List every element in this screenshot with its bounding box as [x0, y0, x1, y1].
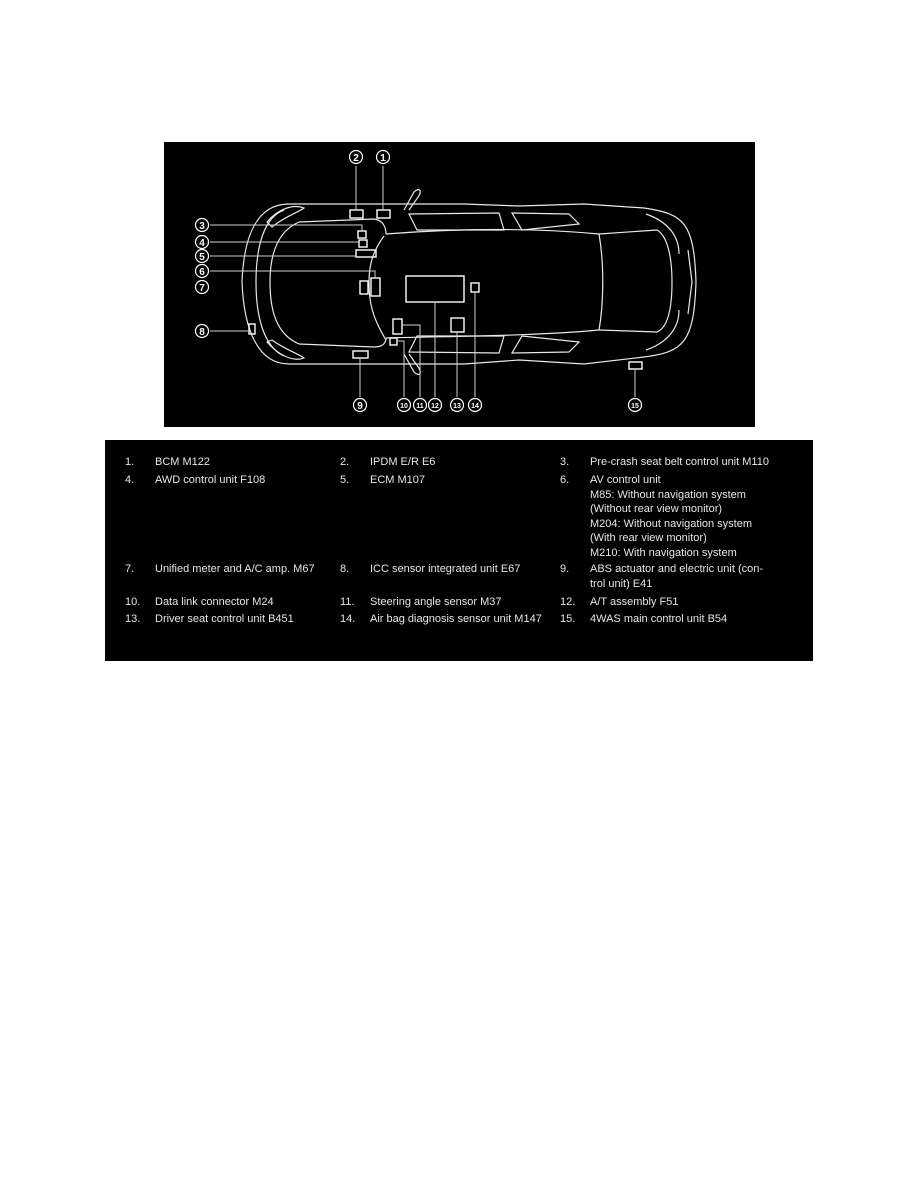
callout-13: 13	[449, 397, 465, 413]
component-legend: 1. BCM M122 2. IPDM E/R E6 3. Pre-crash …	[105, 440, 813, 661]
component-box-4	[358, 239, 368, 248]
callout-14: 14	[467, 397, 483, 413]
callout-7: 7	[194, 279, 210, 295]
callout-10: 10	[396, 397, 412, 413]
legend-subtext: M85: Without navigation system	[590, 488, 746, 501]
legend-text: Steering angle sensor M37	[370, 596, 502, 608]
callout-1: 1	[375, 149, 391, 165]
vehicle-body-outline	[241, 203, 697, 365]
callout-6: 6	[194, 263, 210, 279]
component-box-5	[355, 249, 377, 258]
svg-text:7: 7	[199, 283, 205, 294]
legend-subtext: (Without rear view monitor)	[590, 503, 723, 515]
legend-subtext: (With rear view monitor)	[590, 532, 707, 544]
legend-number: 2.	[340, 456, 350, 468]
callout-8: 8	[194, 323, 210, 339]
legend-text: ICC sensor integrated unit E67	[370, 563, 521, 575]
legend-text: A/T assembly F51	[590, 596, 679, 608]
legend-text: 4WAS main control unit B54	[590, 613, 728, 625]
legend-text: ECM M107	[370, 474, 426, 486]
callout-markers: 2 1 3 4 5 6 7 8 9 10 11 12 13 14 15	[194, 149, 643, 413]
legend-text: BCM M122	[155, 456, 211, 468]
legend-subtext: M210: With navigation system	[590, 546, 737, 559]
component-box-9	[352, 350, 369, 359]
svg-text:5: 5	[199, 252, 205, 263]
legend-text: Unified meter and A/C amp. M67	[155, 563, 315, 575]
vehicle-top-view: 2 1 3 4 5 6 7 8 9 10 11 12 13 14 15	[194, 149, 697, 413]
component-location-diagram: 2 1 3 4 5 6 7 8 9 10 11 12 13 14 15	[164, 142, 755, 427]
legend-number: 7.	[125, 563, 135, 575]
legend-number: 14.	[340, 613, 356, 625]
legend-number: 12.	[560, 596, 576, 608]
callout-12: 12	[427, 397, 443, 413]
component-box-7	[359, 280, 369, 295]
legend-text: Data link connector M24	[155, 596, 274, 608]
legend-number: 3.	[560, 456, 570, 468]
legend-text: Air bag diagnosis sensor unit M147	[370, 613, 542, 625]
callout-3: 3	[194, 217, 210, 233]
legend-number: 9.	[560, 563, 570, 575]
callout-11: 11	[412, 397, 428, 413]
callout-5: 5	[194, 248, 210, 264]
component-box-8	[248, 323, 256, 335]
roof-line	[385, 228, 604, 339]
svg-text:4: 4	[199, 238, 205, 249]
legend-subtext: trol unit) E41	[590, 577, 653, 590]
callout-15: 15	[627, 397, 643, 413]
svg-text:1: 1	[380, 153, 386, 164]
legend-number: 13.	[125, 613, 141, 625]
component-boxes	[248, 209, 643, 370]
legend-text: AWD control unit F108	[155, 474, 266, 486]
legend-number: 8.	[340, 563, 350, 575]
callout-4: 4	[194, 234, 210, 250]
legend-text: Pre-crash seat belt control unit M110	[590, 456, 769, 468]
legend-number: 5.	[340, 474, 350, 486]
svg-text:15: 15	[631, 403, 639, 410]
svg-text:3: 3	[199, 221, 205, 232]
component-box-14	[470, 282, 480, 293]
callout-9: 9	[352, 397, 368, 413]
leader-lines	[210, 166, 636, 397]
svg-text:6: 6	[199, 267, 205, 278]
legend-subtext: M204: Without navigation system	[590, 517, 753, 530]
legend-number: 1.	[125, 456, 135, 468]
legend-number: 15.	[560, 613, 576, 625]
component-box-13	[450, 317, 465, 333]
legend-text: AV control unit	[590, 474, 661, 486]
component-box-15	[628, 361, 643, 370]
svg-text:13: 13	[453, 403, 461, 410]
legend-text: IPDM E/R E6	[370, 456, 436, 468]
legend-number: 6.	[560, 474, 570, 486]
component-box-1	[376, 209, 391, 219]
component-box-2	[349, 209, 364, 219]
svg-text:10: 10	[400, 403, 408, 410]
component-box-12	[405, 275, 465, 303]
component-box-6	[370, 277, 381, 297]
svg-text:8: 8	[199, 327, 205, 338]
svg-text:12: 12	[431, 403, 439, 410]
callout-2: 2	[348, 149, 364, 165]
component-box-11	[392, 318, 403, 335]
component-box-3	[357, 230, 367, 239]
svg-text:11: 11	[416, 403, 424, 410]
legend-text: ABS actuator and electric unit (con-	[590, 563, 764, 575]
legend-number: 11.	[340, 596, 355, 608]
component-box-10	[389, 337, 398, 346]
svg-text:9: 9	[357, 401, 363, 412]
svg-text:2: 2	[353, 153, 359, 164]
legend-text: Driver seat control unit B451	[155, 613, 294, 625]
legend-number: 10.	[125, 596, 141, 608]
legend-number: 4.	[125, 474, 135, 486]
svg-text:14: 14	[471, 403, 479, 410]
